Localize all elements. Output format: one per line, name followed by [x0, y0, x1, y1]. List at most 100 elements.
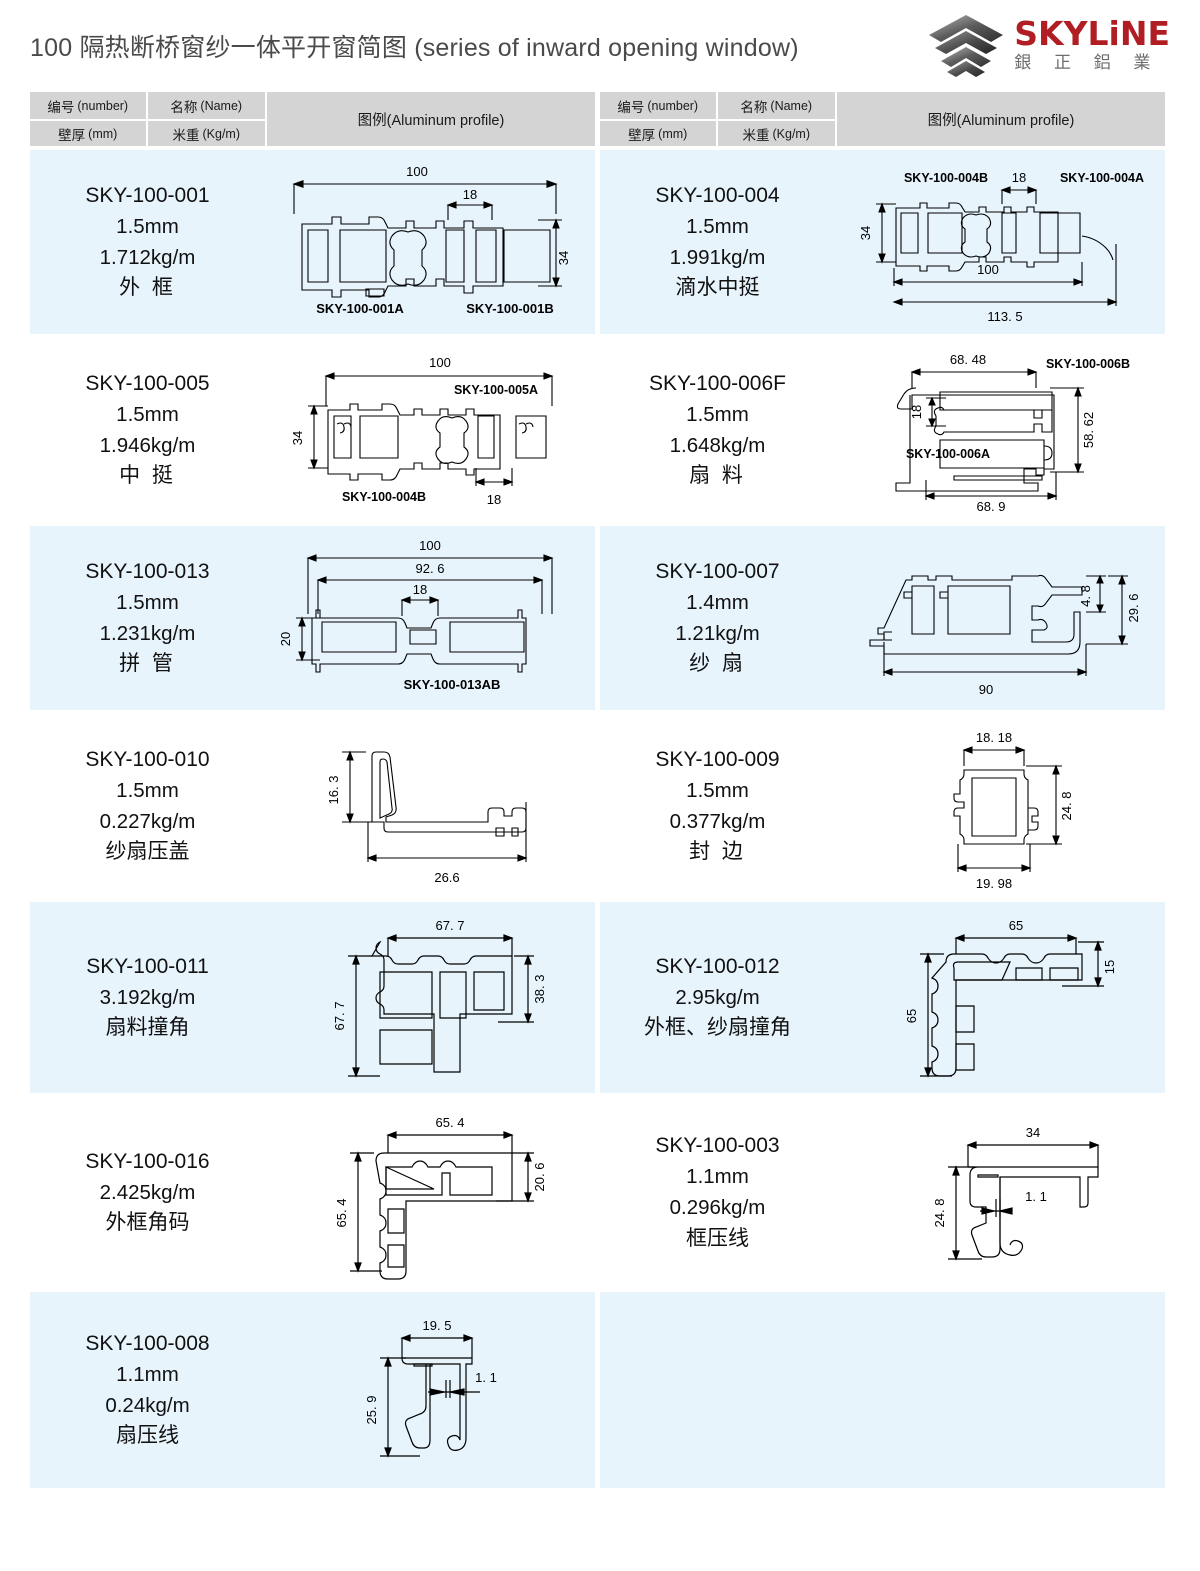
svg-text:100: 100	[406, 164, 428, 179]
product-weight: 3.192kg/m	[99, 985, 196, 1009]
empty-info-cell	[600, 1292, 835, 1488]
product-info-11: SKY-100-003 1.1mm 0.296kg/m 框压线	[600, 1097, 835, 1288]
table-header-left-figure: 图例(Aluminum profile)	[265, 92, 595, 146]
mullion-section-drawing: 100 34 18 SKY-100-005A SKY-100-004B	[290, 355, 554, 507]
header-thickness-cn: 壁厚	[58, 127, 86, 143]
product-info-7: SKY-100-009 1.5mm 0.377kg/m 封 边	[600, 714, 835, 898]
product-name: 外 框	[119, 276, 176, 300]
svg-text:18: 18	[487, 492, 501, 507]
product-number: SKY-100-009	[655, 747, 780, 771]
product-number: SKY-100-004	[655, 183, 780, 207]
edge-seal-section-drawing: 18. 18 24. 8 19. 98	[953, 730, 1074, 890]
svg-text:25. 9: 25. 9	[364, 1396, 379, 1425]
product-thickness: 1.1mm	[686, 1165, 749, 1189]
table-header-right-figure: 图例(Aluminum profile)	[835, 92, 1165, 146]
svg-text:18: 18	[463, 187, 477, 202]
product-weight: 2.95kg/m	[675, 985, 760, 1009]
profile-table: 编号 (number) 名称 (Name) 壁厚 (mm) 米重 (Kg/m)	[30, 92, 1170, 1488]
svg-text:65: 65	[1009, 918, 1023, 933]
header-thickness-right: 壁厚 (mm)	[600, 119, 718, 146]
product-info-0: SKY-100-001 1.5mm 1.712kg/m 外 框	[30, 150, 265, 334]
svg-text:38. 3: 38. 3	[532, 975, 547, 1004]
svg-text:65. 4: 65. 4	[436, 1115, 465, 1130]
column-gap	[595, 526, 600, 710]
svg-text:29. 6: 29. 6	[1126, 594, 1141, 623]
column-gap	[595, 92, 600, 146]
svg-text:65. 4: 65. 4	[334, 1199, 349, 1228]
svg-text:1. 1: 1. 1	[475, 1370, 497, 1385]
product-weight: 0.227kg/m	[99, 809, 196, 833]
svg-text:68. 9: 68. 9	[977, 499, 1006, 514]
svg-text:15: 15	[1102, 960, 1117, 974]
svg-text:4. 8: 4. 8	[1078, 585, 1093, 607]
svg-text:SKY-100-006A: SKY-100-006A	[906, 447, 990, 461]
svg-text:20. 6: 20. 6	[532, 1163, 547, 1192]
skyline-chevron-logo-icon	[929, 15, 1004, 77]
frame-bead-section-drawing: 34 24. 8 1. 1	[932, 1125, 1100, 1261]
product-weight: 0.377kg/m	[669, 809, 766, 833]
header-thickness-cn-right: 壁厚	[628, 127, 656, 143]
product-info-9: SKY-100-012 2.95kg/m 外框、纱扇撞角	[600, 902, 835, 1093]
product-name: 扇料撞角	[105, 1016, 190, 1040]
product-figure-3: 68. 48 18 58. 62 68. 9 SKY-100-006B SKY-…	[835, 338, 1165, 522]
svg-text:SKY-100-004B: SKY-100-004B	[904, 171, 988, 185]
product-name: 纱扇压盖	[105, 840, 190, 864]
svg-text:1. 1: 1. 1	[1025, 1189, 1047, 1204]
product-thickness: 1.1mm	[116, 1362, 179, 1386]
header-number-en-right: (number)	[647, 98, 699, 113]
product-weight: 1.231kg/m	[99, 621, 196, 645]
header-thickness-en-right: (mm)	[658, 126, 688, 141]
brand-name-en: SKYLiNE	[1014, 14, 1170, 54]
header-weight-en-right: (Kg/m)	[772, 126, 811, 141]
product-name: 封 边	[689, 840, 746, 864]
product-name: 外框、纱扇撞角	[644, 1016, 791, 1040]
frame-section-drawing: 100 18 34 SKY-100-001A SKY-100-001B	[292, 164, 571, 316]
svg-text:18: 18	[1012, 170, 1026, 185]
header-thickness: 壁厚 (mm)	[30, 119, 148, 146]
frame-screen-corner-section-drawing: 65 65 15	[904, 918, 1117, 1078]
sash-corner-section-drawing: 67. 7 67. 7 38. 3	[332, 918, 547, 1078]
product-figure-4: 100 92. 6 18 20 SKY-100-013AB	[265, 526, 595, 710]
empty-figure-cell	[835, 1292, 1165, 1488]
product-thickness: 1.5mm	[116, 214, 179, 238]
sash-bead-section-drawing: 19. 5 25. 9 1. 1	[364, 1318, 497, 1458]
header-name-en: (Name)	[200, 98, 243, 113]
svg-text:SKY-100-004A: SKY-100-004A	[1060, 171, 1144, 185]
svg-text:SKY-100-001B: SKY-100-001B	[466, 301, 553, 316]
svg-text:34: 34	[556, 251, 571, 265]
column-gap	[595, 1097, 600, 1288]
svg-text:24. 8: 24. 8	[932, 1199, 947, 1228]
product-figure-7: 18. 18 24. 8 19. 98	[835, 714, 1165, 898]
product-thickness: 1.4mm	[686, 590, 749, 614]
header-name-cn-right: 名称	[740, 99, 768, 115]
product-number: SKY-100-010	[85, 747, 210, 771]
svg-text:34: 34	[290, 431, 305, 445]
svg-text:100: 100	[977, 262, 999, 277]
svg-text:19. 5: 19. 5	[423, 1318, 452, 1333]
product-number: SKY-100-001	[85, 183, 210, 207]
product-thickness: 1.5mm	[686, 214, 749, 238]
header-name-en-right: (Name)	[770, 98, 813, 113]
product-number: SKY-100-016	[85, 1149, 210, 1173]
product-figure-2: 100 34 18 SKY-100-005A SKY-100-004B	[265, 338, 595, 522]
product-name: 外框角码	[105, 1211, 190, 1235]
product-figure-10: 65. 4 65. 4 20. 6	[265, 1097, 595, 1288]
header-weight-en: (Kg/m)	[202, 126, 241, 141]
product-weight: 1.991kg/m	[669, 245, 766, 269]
coupling-tube-section-drawing: 100 92. 6 18 20 SKY-100-013AB	[280, 538, 554, 692]
screen-cover-section-drawing: 16. 3 26.6	[326, 750, 528, 885]
page-header: 100 隔热断桥窗纱一体平开窗简图 (series of inward open…	[0, 0, 1200, 92]
column-gap	[595, 338, 600, 522]
product-figure-0: 100 18 34 SKY-100-001A SKY-100-001B	[265, 150, 595, 334]
header-thickness-en: (mm)	[88, 126, 118, 141]
product-weight: 1.946kg/m	[99, 433, 196, 457]
product-name: 纱 扇	[689, 652, 746, 676]
product-figure-6: 16. 3 26.6	[265, 714, 595, 898]
svg-text:18: 18	[413, 582, 427, 597]
svg-text:65: 65	[904, 1009, 919, 1023]
header-number-right: 编号 (number)	[600, 92, 718, 119]
product-thickness: 1.5mm	[686, 402, 749, 426]
svg-text:113. 5: 113. 5	[987, 309, 1022, 324]
product-weight: 1.712kg/m	[99, 245, 196, 269]
